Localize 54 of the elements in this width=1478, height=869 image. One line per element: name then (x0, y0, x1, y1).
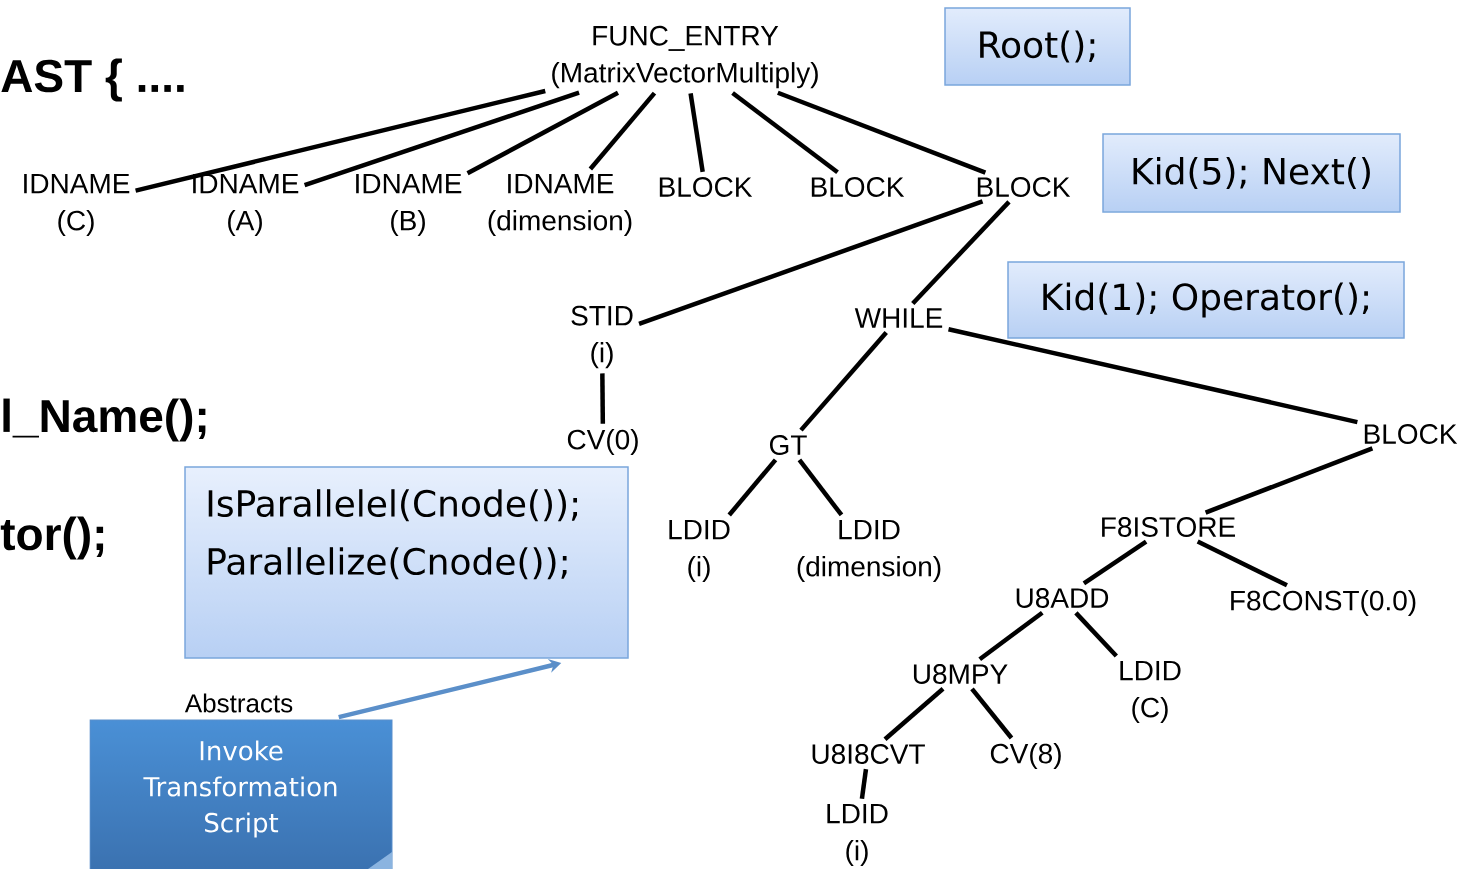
tree-branch (948, 327, 1358, 425)
code-box: Kid(5); Next() (1102, 133, 1401, 213)
tree-node-label: LDID (dimension) (797, 519, 941, 583)
tree-branch (588, 91, 657, 171)
tree-node-label: CV(8) (990, 742, 1061, 770)
tree-node-label: U8I8CVT (812, 744, 925, 764)
tree-node-label: GT (770, 435, 807, 455)
tree-branch (731, 91, 839, 175)
tree-branch (883, 687, 945, 741)
edge-label: Abstracts (183, 692, 295, 714)
tree-node-label: F8ISTORE (1102, 517, 1235, 537)
script-box: Invoke Transformation Script (89, 719, 393, 869)
tree-branch (303, 90, 580, 188)
tree-node-label: BLOCK (659, 177, 753, 197)
tree-node-label: U8ADD (1016, 588, 1109, 608)
tree-branch (688, 93, 705, 173)
code-box: IsParallelel(Cnode()); Parallelize(Cnode()); (184, 466, 629, 659)
code-box: Kid(1); Operator(); (1007, 261, 1405, 339)
tree-node-label: STID (i) (571, 305, 633, 369)
tree-node-label: BLOCK (1364, 424, 1458, 444)
slide-text: AST { .... (1, 58, 184, 102)
tree-branch (1196, 539, 1288, 588)
slide-text: tor(); (0, 516, 104, 560)
tree-branch (797, 458, 844, 517)
tree-branch (135, 88, 546, 193)
tree-branch (859, 768, 869, 800)
tree-node-label: FUNC_ENTRY (MatrixVectorMultiply) (552, 25, 818, 89)
tree-branch (600, 373, 606, 424)
code-box: Root(); (944, 7, 1131, 86)
tree-branch (727, 458, 778, 517)
tree-branch (1204, 446, 1374, 515)
tree-node-label: IDNAME (A) (193, 173, 299, 237)
tree-branch (1074, 611, 1118, 658)
tree-node-label: WHILE (854, 308, 943, 328)
slide-text: l_Name(); (3, 398, 206, 442)
tree-node-label: IDNAME (dimension) (488, 173, 632, 237)
tree-node-label: BLOCK (977, 177, 1071, 197)
tree-branch (911, 200, 1011, 305)
tree-node-label: LDID (C) (1120, 660, 1181, 724)
tree-node-label: BLOCK (811, 177, 905, 197)
tree-node-label: F8CONST(0.0) (1231, 589, 1416, 617)
tree-branch (970, 687, 1014, 740)
tree-branch (777, 90, 987, 175)
tree-branch (978, 610, 1044, 662)
tree-node-label: CV(0) (567, 428, 638, 456)
tree-node-label: LDID (i) (827, 803, 888, 867)
tree-branch (638, 199, 984, 326)
tree-branch (1082, 539, 1148, 586)
tree-node-label: IDNAME (B) (356, 173, 462, 237)
tree-node-label: IDNAME (C) (24, 173, 130, 237)
tree-node-label: U8MPY (913, 664, 1008, 684)
tree-node-label: LDID (i) (669, 519, 730, 583)
tree-branch (799, 331, 888, 432)
tree-branch (466, 90, 620, 176)
